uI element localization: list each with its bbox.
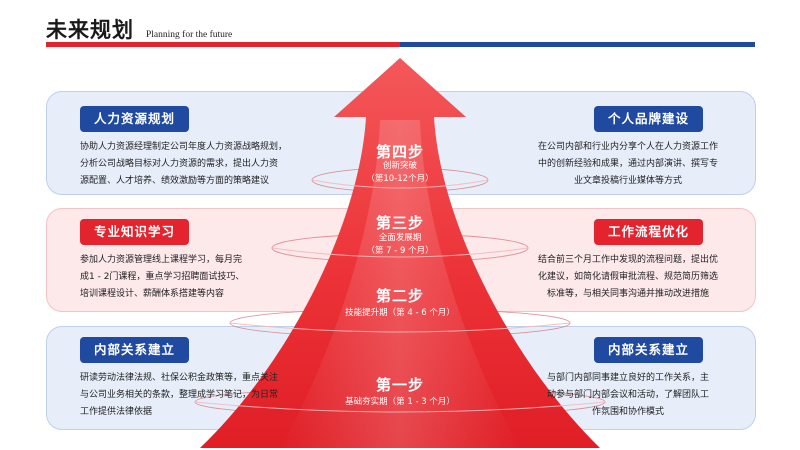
workflow-optimization-description: 结合前三个月工作中发现的流程问题，提出优 化建议，如简化请假审批流程、规范简历筛…: [534, 252, 722, 303]
step-1-subtitle: 基础夯实期（第 1 - 3 个月）: [330, 396, 470, 409]
hr-planning-description: 协助人力资源经理制定公司年度人力资源战略规划， 分析公司战略目标对人力资源的需求…: [80, 139, 287, 190]
step-3-title: 第三步: [340, 212, 460, 233]
hr-planning-tag: 人力资源规划: [80, 106, 189, 132]
step-4-title: 第四步: [340, 141, 460, 162]
internal-relations-description-left: 研读劳动法律法规、社保公积金政策等，重点关注 与公司业务相关的条款，整理成学习笔…: [80, 370, 278, 421]
professional-learning-description: 参加人力资源管理线上课程学习，每月完 成1 - 2门课程，重点学习招聘面试技巧、…: [80, 252, 244, 303]
personal-brand-tag: 个人品牌建设: [594, 106, 703, 132]
workflow-optimization-tag: 工作流程优化: [594, 219, 703, 245]
step-1-title: 第一步: [340, 374, 460, 395]
step-2-subtitle: 技能提升期（第 4 - 6 个月）: [330, 307, 470, 320]
professional-learning-tag: 专业知识学习: [80, 219, 189, 245]
step-2-title: 第二步: [340, 285, 460, 306]
internal-relations-tag-right: 内部关系建立: [594, 337, 703, 363]
step-3-subtitle: 全面发展期 （第 7 - 9 个月）: [330, 232, 470, 258]
step-4-subtitle: 创新突破 （第10-12个月）: [330, 160, 470, 186]
internal-relations-description-right: 与部门内部同事建立良好的工作关系，主 动参与部门内部会议和活动，了解团队工 作氛…: [534, 370, 722, 421]
personal-brand-description: 在公司内部和行业内分享个人在人力资源工作 中的创新经验和成果，通过内部演讲、撰写…: [534, 139, 722, 190]
internal-relations-tag-left: 内部关系建立: [80, 337, 189, 363]
